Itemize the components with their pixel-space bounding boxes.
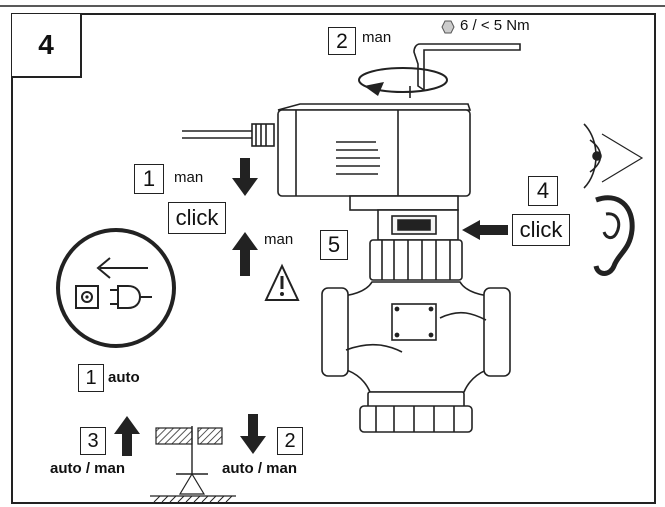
actuator-housing xyxy=(277,109,471,197)
torque-spec-label: 6 / < 5 Nm xyxy=(460,17,530,34)
power-disconnect-icon xyxy=(56,228,176,348)
bottom-left-mode-label: auto / man xyxy=(50,460,126,477)
bottom-down-arrow-icon xyxy=(240,414,266,454)
step-number-box: 4 xyxy=(12,14,82,78)
right-click-box: click xyxy=(512,214,570,246)
bottom-right-step-number: 2 xyxy=(284,430,296,452)
step-number: 4 xyxy=(38,29,54,60)
left-click-label: click xyxy=(175,205,219,230)
valve-adapter xyxy=(369,209,463,281)
lever-diagram xyxy=(150,426,236,503)
torque-step-box: 2 xyxy=(328,27,356,55)
down-arrow-icon xyxy=(232,158,258,196)
left-click-box: click xyxy=(168,202,226,234)
auto-step1-box: 1 xyxy=(78,364,104,392)
up-arrow-icon xyxy=(232,232,258,276)
bottom-right-step-box: 2 xyxy=(277,427,303,455)
torque-mode-label: man xyxy=(362,29,392,46)
warning-icon xyxy=(264,263,300,301)
torque-step-number: 2 xyxy=(336,29,348,53)
rotation-arrow-icon xyxy=(358,67,448,96)
step4-number: 4 xyxy=(536,178,550,203)
valve-plate xyxy=(391,303,437,341)
valve-body xyxy=(321,281,511,433)
socket-icon xyxy=(75,285,99,309)
plug-icon xyxy=(110,285,152,309)
right-click-label: click xyxy=(519,217,563,242)
left-step1-number: 1 xyxy=(142,166,156,191)
cable-gland xyxy=(251,123,275,147)
cable xyxy=(182,130,255,139)
left-step1-box: 1 xyxy=(134,164,164,194)
actuator-top xyxy=(277,103,472,111)
step4-box: 4 xyxy=(528,176,558,206)
bottom-left-step-box: 3 xyxy=(80,427,106,455)
auto-step1-number: 1 xyxy=(85,367,97,389)
hexagon-icon xyxy=(441,20,455,34)
step5-mode-label: man xyxy=(264,231,294,248)
bottom-right-mode-label: auto / man xyxy=(222,460,298,477)
bottom-up-arrow-icon xyxy=(114,416,140,456)
step5-box: 5 xyxy=(320,230,348,260)
left-step1-mode-label: man xyxy=(174,169,204,186)
ear-icon xyxy=(593,195,635,276)
eye-icon xyxy=(583,123,644,189)
bottom-left-step-number: 3 xyxy=(87,430,99,452)
auto-step1-mode-label: auto xyxy=(108,369,140,386)
vent-slots xyxy=(336,141,380,175)
actuator-base xyxy=(349,195,459,211)
step5-number: 5 xyxy=(327,232,341,257)
actuator xyxy=(182,103,472,211)
push-arrow-icon xyxy=(462,220,508,240)
